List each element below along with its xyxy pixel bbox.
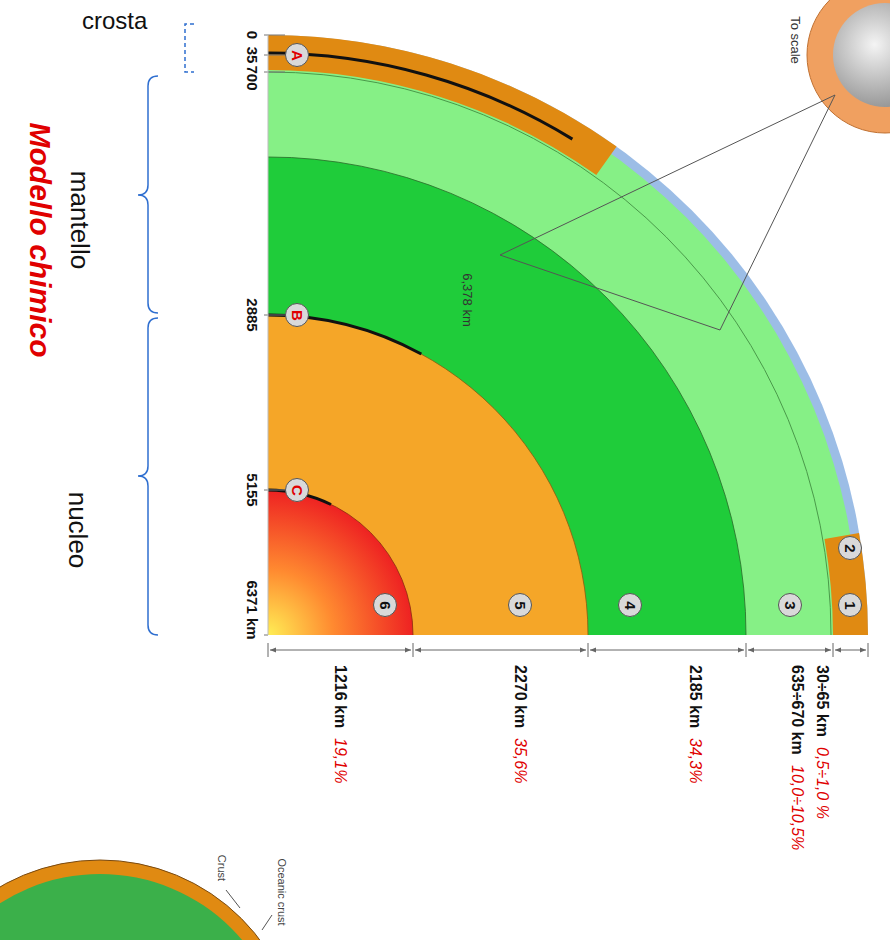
- transition-boundary: [268, 72, 831, 635]
- leader-line: [226, 890, 240, 908]
- callout-circle: 1: [838, 593, 862, 617]
- radius-label: 6,378 km: [460, 273, 474, 326]
- moho-discontinuity: [268, 53, 572, 139]
- callout-circle: 6: [373, 593, 397, 617]
- globe-crust: [807, 0, 890, 133]
- callout-letter: B: [290, 310, 305, 321]
- volume-percent: 10,0÷10,5%: [788, 765, 806, 850]
- thickness-value: 2185 km: [686, 665, 704, 728]
- dimension-line: [270, 650, 411, 651]
- volume-percent: 34,3%: [686, 738, 704, 783]
- globe-core: [833, 3, 890, 107]
- volume-percent: 35,6%: [511, 738, 529, 783]
- depth-leader: [264, 315, 285, 316]
- depth-value: 6371 km: [244, 580, 261, 639]
- depth-leaders: [264, 35, 285, 635]
- dimension-line: [835, 650, 866, 651]
- depth-value: 35: [244, 47, 261, 64]
- callout-circle: 4: [618, 593, 642, 617]
- section-brackets: [138, 24, 194, 635]
- depth-leader: [264, 490, 285, 491]
- inset-mantle: [0, 874, 286, 940]
- axis-line: [268, 35, 269, 635]
- inner-core: [268, 490, 413, 635]
- volume-percent: 0,5÷1,0 %: [813, 747, 831, 819]
- section-name: crosta: [82, 8, 147, 34]
- outer-core: [268, 315, 588, 635]
- callout-circle: 2: [838, 536, 862, 560]
- model-title: Modello chimico: [24, 122, 57, 357]
- inset-label: Oceanic crust: [276, 858, 288, 925]
- continental-crust: [268, 35, 617, 175]
- section-name: nucleo: [64, 492, 93, 569]
- callout-number: 4: [623, 601, 638, 609]
- callout-number: 1: [843, 601, 858, 609]
- depth-leader: [264, 72, 285, 73]
- depth-value: 2885: [244, 298, 261, 331]
- callout-letter: A: [290, 50, 305, 61]
- callout-circle: A: [285, 43, 309, 67]
- dimension-line: [590, 650, 744, 651]
- callout-circle: 5: [508, 593, 532, 617]
- inset-label: Crust: [216, 855, 228, 881]
- zoom-wedge: [500, 95, 835, 330]
- callout-circle: 3: [778, 593, 802, 617]
- section-name: mantello: [66, 171, 95, 269]
- core-bracket: [138, 318, 158, 635]
- depth-leader: [264, 35, 285, 36]
- depth-value: 700: [244, 65, 261, 90]
- volume-percent: 19,1%: [331, 738, 349, 783]
- callout-number: 3: [783, 601, 798, 609]
- inset-crust: [0, 860, 300, 940]
- callout-number: 5: [513, 601, 528, 609]
- callout-number: 6: [378, 601, 393, 609]
- callout-letter: C: [290, 485, 305, 496]
- mantle-bracket: [138, 76, 158, 313]
- thickness-value: 635÷670 km: [788, 665, 806, 755]
- earth-quadrant: [268, 35, 868, 635]
- depth-leader: [264, 635, 268, 636]
- dimension-line: [415, 650, 586, 651]
- callout-circle: C: [285, 478, 309, 502]
- depth-leader: [264, 55, 285, 56]
- lower-mantle: [268, 157, 746, 635]
- thickness-dimensions: [268, 643, 868, 657]
- to-scale-figure: [500, 0, 890, 330]
- thickness-value: 30÷65 km: [813, 665, 831, 737]
- dimension-ticks: [268, 643, 868, 657]
- figure-caption: To scale: [788, 16, 802, 64]
- depth-value: 0: [244, 31, 261, 39]
- thickness-value: 1216 km: [331, 665, 349, 728]
- crust-inset: [0, 860, 300, 940]
- callout-number: 2: [843, 544, 858, 552]
- callout-circle: B: [285, 303, 309, 327]
- dimension-line: [748, 650, 831, 651]
- upper-mantle: [268, 44, 859, 635]
- thickness-value: 2270 km: [511, 665, 529, 728]
- depth-value: 5155: [244, 473, 261, 506]
- oceanic-crust: [268, 35, 868, 635]
- leader-line: [262, 915, 272, 930]
- crust-bracket: [185, 24, 194, 72]
